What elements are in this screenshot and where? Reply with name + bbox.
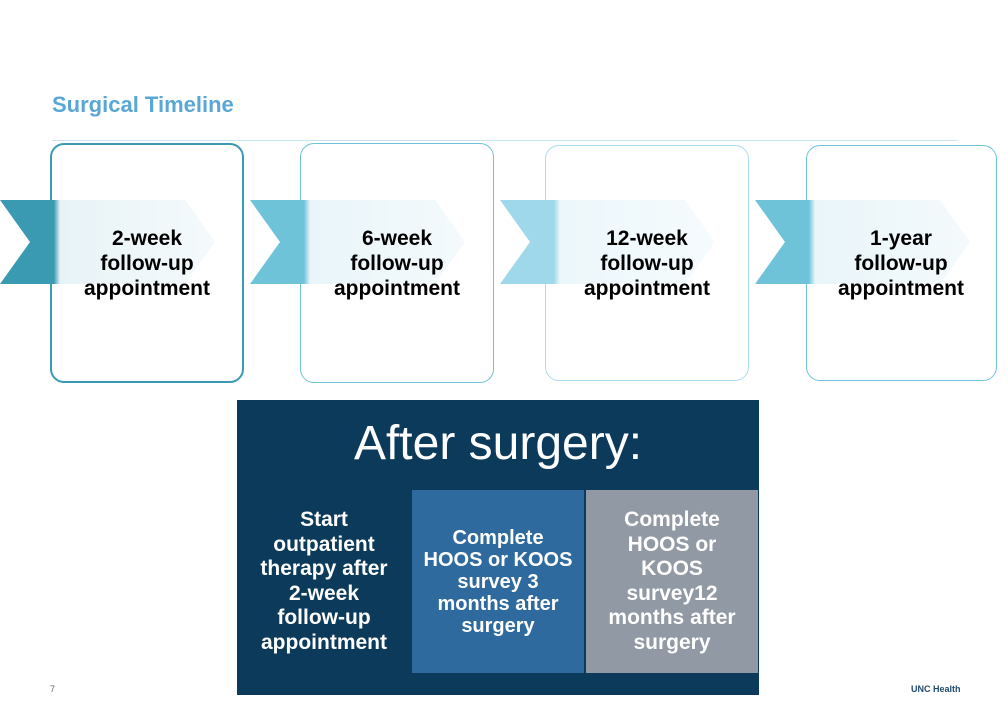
timeline-label-6-week: 6-week follow-up appointment: [334, 227, 460, 300]
timeline-arrow-icon: [755, 200, 970, 284]
timeline-arrow-icon: [500, 200, 715, 284]
slide-title: Surgical Timeline: [52, 92, 234, 117]
page-number: 7: [50, 684, 56, 694]
after-surgery-heading: After surgery:: [353, 417, 643, 470]
timeline-arrow-icon: [0, 200, 215, 284]
title-divider: [52, 140, 957, 141]
timeline-label-1-year: 1-year follow-up appointment: [838, 227, 964, 300]
after-cell-therapy-text: Start outpatient therapy after 2-week fo…: [260, 508, 388, 654]
timeline-label-2-week: 2-week follow-up appointment: [84, 227, 210, 300]
timeline-arrow-icon: [250, 200, 465, 284]
footer-brand: UNC Health: [911, 684, 961, 694]
after-cell-12-month-survey: Complete HOOS or KOOS survey12 months af…: [586, 490, 758, 673]
timeline-label-12-week: 12-week follow-up appointment: [584, 227, 710, 300]
after-cell-therapy: Start outpatient therapy after 2-week fo…: [238, 490, 410, 673]
after-cell-3-month-survey: Complete HOOS or KOOS survey 3 months af…: [412, 490, 584, 673]
after-cell-12-month-survey-text: Complete HOOS or KOOS survey12 months af…: [608, 508, 736, 654]
after-cell-3-month-survey-text: Complete HOOS or KOOS survey 3 months af…: [423, 526, 573, 637]
timeline: 2-week follow-up appointment 6-week foll…: [0, 143, 997, 383]
